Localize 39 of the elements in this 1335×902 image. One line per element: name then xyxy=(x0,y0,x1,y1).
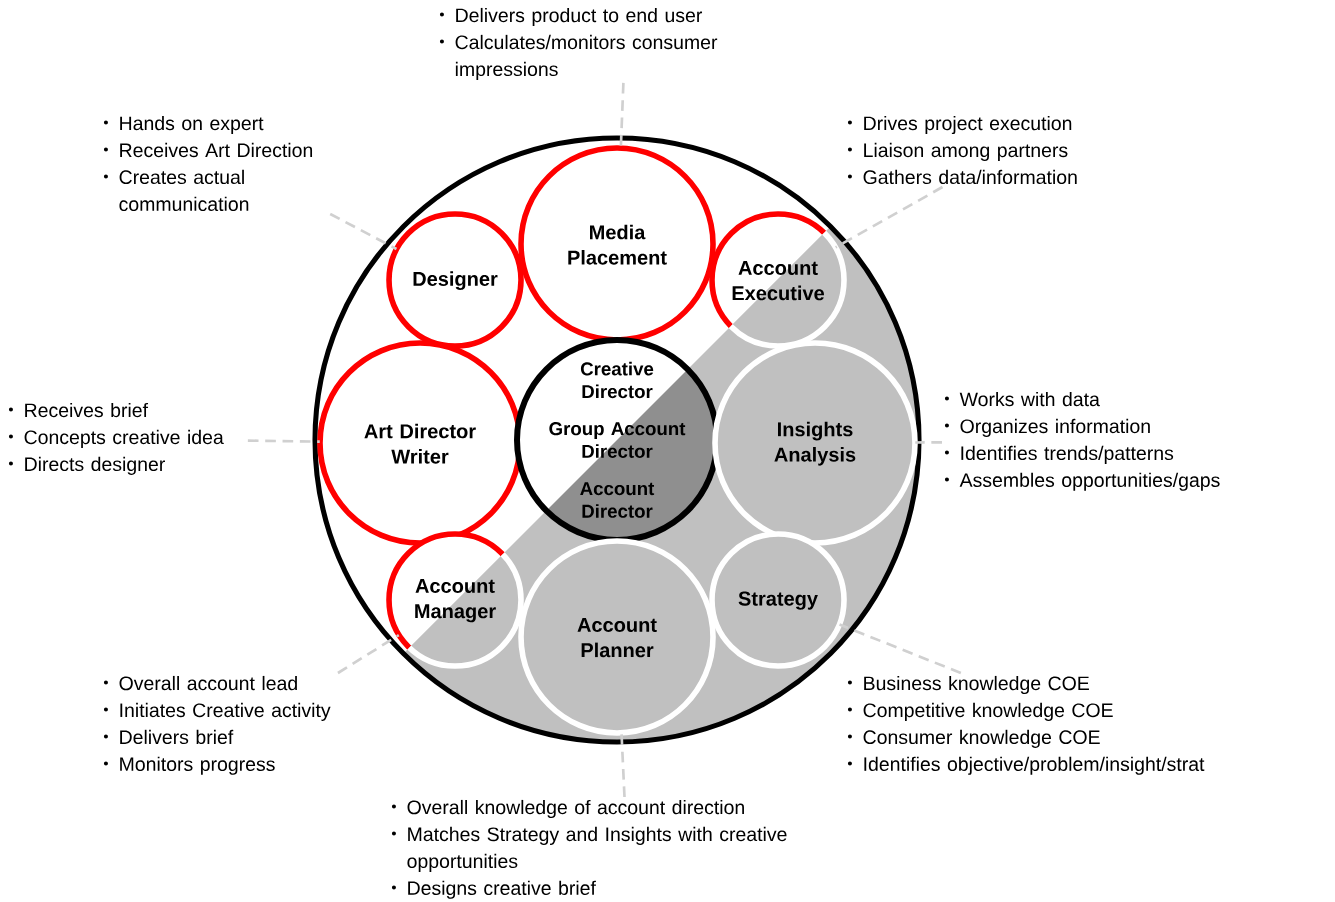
bullet-text: Concepts creative idea xyxy=(24,429,224,448)
node-label: Account Director xyxy=(580,482,655,518)
bullet-text: Designs creative brief xyxy=(408,880,596,899)
node-label: Creative Director xyxy=(580,361,654,399)
guide-line xyxy=(337,633,400,675)
bullet-text: Delivers product to end user xyxy=(456,7,703,27)
bullet-text: Consumer knowledge COE xyxy=(863,729,1100,748)
node-label: Account Executive xyxy=(732,261,825,301)
bullet-text: Works with data xyxy=(959,391,1100,407)
guide-line xyxy=(839,623,962,675)
node-label: Strategy xyxy=(738,591,818,610)
bullet-text: Initiates Creative activity xyxy=(120,702,331,721)
bullet-text: Creates actual communication xyxy=(119,169,249,211)
bullet-text: Identifies trends/patterns xyxy=(961,445,1174,464)
node-label: Insights Analysis xyxy=(774,421,856,466)
bullet-text: Delivers brief xyxy=(120,729,234,745)
guide-line xyxy=(619,82,625,148)
bullet-text: Liaison among partners xyxy=(864,142,1068,161)
node-label: Account Manager xyxy=(415,579,496,623)
bullet-text: Calculates/monitors consumer impressions xyxy=(455,34,718,80)
guide-line xyxy=(835,185,944,249)
bullet-text: Business knowledge COE xyxy=(864,675,1089,695)
bullet-text: Overall knowledge of account direction xyxy=(407,799,744,819)
bullet-text: Identifies objective/problem/insight/strat xyxy=(864,756,1205,775)
bullet-text: Receives brief xyxy=(25,402,148,418)
bullet-text: Hands on expert xyxy=(120,115,264,135)
bullet-text: Monitors progress xyxy=(120,756,275,775)
guide-line xyxy=(247,439,320,443)
bullet-text: Drives project execution xyxy=(864,115,1072,135)
bullet-text: Assembles opportunities/gaps xyxy=(959,472,1220,491)
bullet-text: Competitive knowledge COE xyxy=(863,702,1113,721)
guide-line xyxy=(620,733,626,798)
bullet-text: Matches Strategy and Insights with creative opportunities xyxy=(407,826,787,872)
bullet-text: Gathers data/information xyxy=(863,169,1077,185)
bullet-text: Organizes information xyxy=(960,418,1150,437)
bullet-text: Directs designer xyxy=(25,456,165,475)
bullet-text: Overall account lead xyxy=(119,675,297,691)
bullet-text: Receives Art Direction xyxy=(120,142,313,158)
guide-line xyxy=(915,441,942,444)
